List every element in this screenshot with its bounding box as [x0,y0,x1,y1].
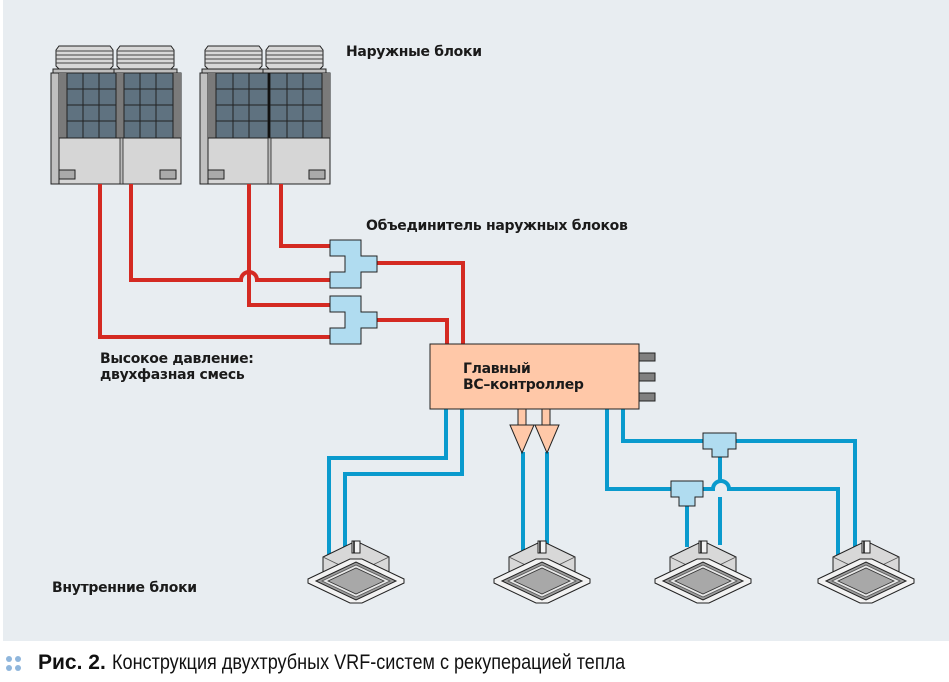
pipe-joiner1-to-controller [377,261,465,344]
indoor-unit-1 [307,540,405,604]
outdoor-units-label: Наружные блоки [346,44,482,60]
high-pressure-pipes [98,184,465,344]
high-pressure-label-line1: Высокое давление: [100,351,254,367]
indoor-pipes [327,408,857,557]
pipe-outdoor-1a [98,184,331,339]
pipe-indoor-1b [343,408,464,547]
branch-joint-upper [702,432,737,458]
controller-port-3 [638,392,656,402]
controller-port-2 [638,372,656,382]
indoor-units-label: Внутренние блоки [52,580,197,596]
caption-figure-number: Рис. 2. [38,651,106,674]
distributor-1 [509,424,535,455]
pipe-outdoor-2a [247,184,331,307]
bc-controller [429,343,656,455]
pipe-branch-upper [621,408,857,547]
branch-joint-lower [670,480,704,507]
caption-dots-icon [6,654,28,672]
pipe-outdoor-1b [129,184,331,282]
pipe-indoor-1a [327,408,448,557]
outdoor-unit-group-1 [50,45,182,185]
indoor-unit-3 [654,540,752,604]
controller-label-line1: Главный [463,361,531,377]
high-pressure-label-line2: двухфазная смесь [100,367,245,383]
outdoor-unit-group-2 [199,45,331,185]
caption-text: Конструкция двухтрубных VRF-систем с рек… [111,651,625,674]
controller-port-1 [638,352,656,362]
figure-caption: Рис. 2. Конструкция двухтрубных VRF-сист… [0,648,709,678]
high-pressure-label: Высокое давление: двухфазная смесь [100,351,254,383]
outdoor-joiner-label: Объединитель наружных блоков [366,218,628,234]
controller-label: Главный BC–контроллер [463,361,584,393]
outdoor-joiner-2 [329,295,378,345]
controller-label-line2: BC–контроллер [463,377,584,393]
pipe-branch-lower [605,408,840,555]
indoor-unit-2 [493,540,591,604]
outdoor-joiner-1 [329,239,378,289]
pipe-outdoor-2b [279,184,331,248]
indoor-unit-4 [817,540,915,604]
distributor-2 [534,424,560,455]
pipe-joiner2-to-controller [377,318,449,344]
